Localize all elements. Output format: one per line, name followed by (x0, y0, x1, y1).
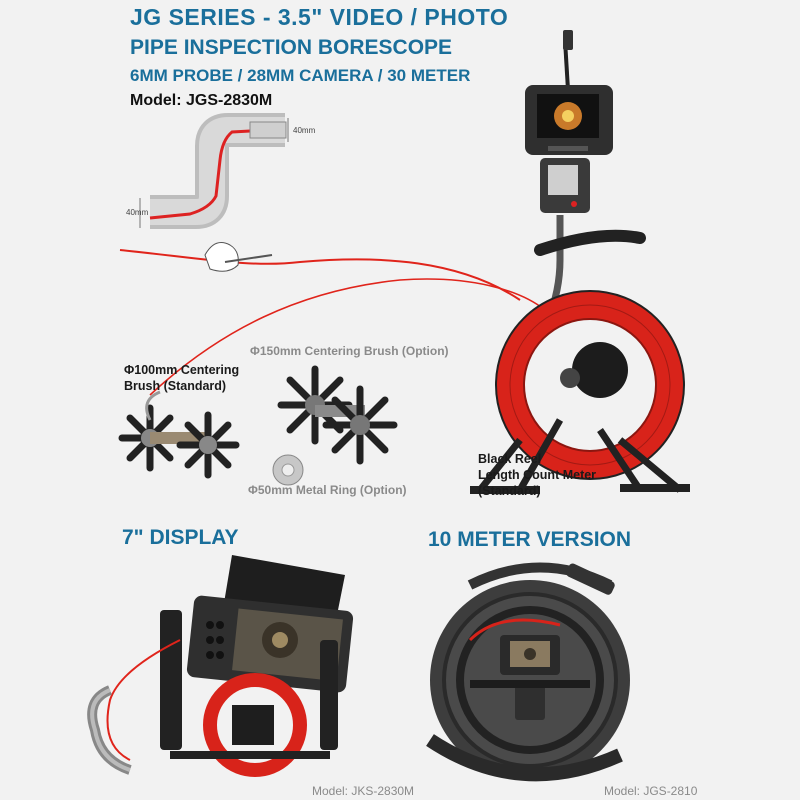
seven-inch-display-device (87, 555, 354, 777)
reel-label: Black Reel Length Count Meter (Standard) (478, 451, 596, 499)
brush-standard-label-line2: Brush (Standard) (124, 379, 227, 393)
hand-icon (204, 242, 273, 272)
header-title-line1: JG SERIES - 3.5" VIDEO / PHOTO (130, 4, 509, 30)
seven-inch-display-title: 7" DISPLAY (122, 526, 239, 549)
reel-label-line1: Black Reel (478, 452, 542, 466)
dim-label-top: 40mm (293, 126, 316, 135)
reel-label-line2: Length Count Meter (478, 468, 597, 482)
metal-ring-label: Φ50mm Metal Ring (Option) (248, 483, 407, 497)
centering-brush-option (277, 365, 398, 465)
model-label: Model: JGS-2830M (130, 92, 273, 109)
dim-label-left: 40mm (126, 208, 149, 217)
model-label-right: Model: JGS-2810 (604, 784, 698, 798)
brush-option-label: Φ150mm Centering Brush (Option) (250, 344, 449, 358)
header-title-line3: 6MM PROBE / 28MM CAMERA / 30 METER (130, 66, 471, 85)
brush-standard-label-line1: Φ100mm Centering (124, 363, 240, 377)
red-cable (119, 249, 521, 301)
bent-pipe-illustration (139, 113, 289, 229)
centering-brush-standard (118, 390, 240, 479)
header-title-line2: PIPE INSPECTION BORESCOPE (130, 36, 453, 59)
reel-label-line3: (Standard) (478, 484, 541, 498)
borescope-reel-device (470, 30, 690, 494)
brush-standard-label: Φ100mm Centering Brush (Standard) (124, 362, 239, 394)
model-label-left: Model: JKS-2830M (312, 784, 415, 798)
ten-meter-version-title: 10 METER VERSION (428, 528, 632, 551)
ten-meter-reel-device (426, 562, 630, 782)
metal-ring-illustration (272, 454, 304, 486)
